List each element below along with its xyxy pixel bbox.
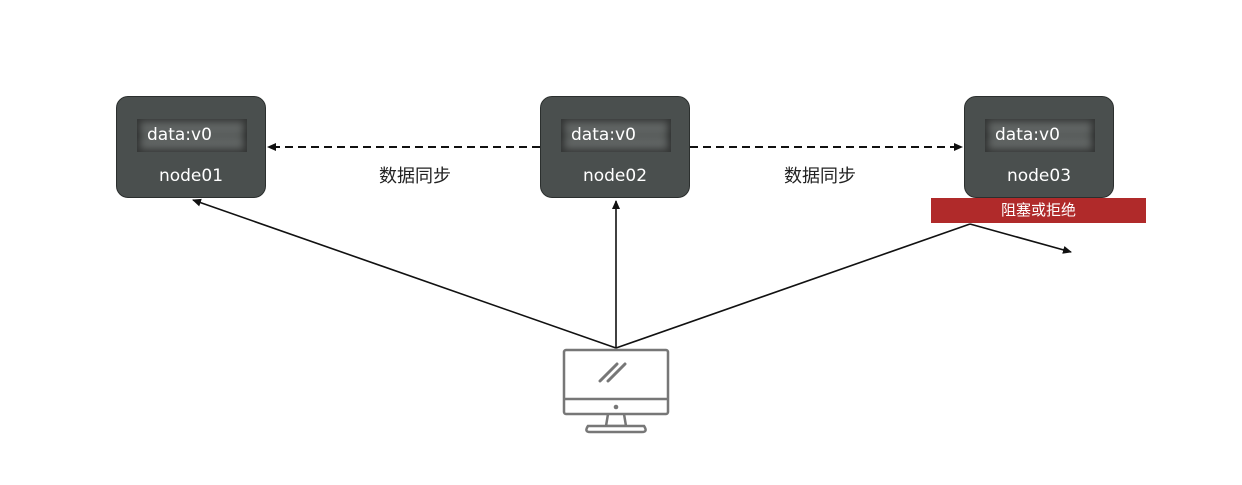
client-line-to-node03 xyxy=(615,223,971,349)
desktop-monitor-icon xyxy=(562,348,670,434)
node03-data-value: data:v0 xyxy=(985,119,1095,152)
node02-data-value: data:v0 xyxy=(561,119,671,152)
node02-label: node02 xyxy=(582,166,648,186)
node01-box: data:v0 node01 xyxy=(116,96,266,198)
node02-box: data:v0 node02 xyxy=(540,96,690,198)
rejected-arrow xyxy=(969,223,1072,254)
node01-label: node01 xyxy=(158,166,224,186)
sync-label-left: 数据同步 xyxy=(379,166,451,187)
sync-label-right: 数据同步 xyxy=(784,166,856,187)
client-arrow-to-node01 xyxy=(192,198,617,349)
node03-label: node03 xyxy=(1006,166,1072,186)
node01-data-value: data:v0 xyxy=(137,119,247,152)
blocked-status-badge: 阻塞或拒绝 xyxy=(931,198,1146,223)
node03-box: data:v0 node03 xyxy=(964,96,1114,198)
